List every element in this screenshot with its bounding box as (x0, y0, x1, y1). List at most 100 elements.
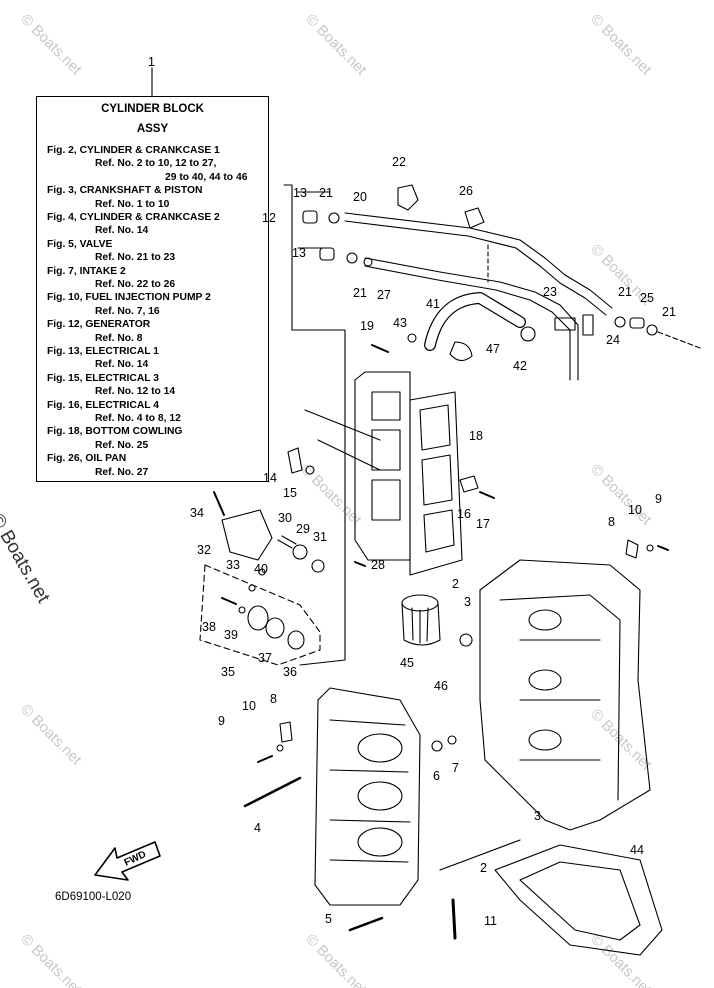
part-21-clip (646, 324, 658, 336)
callout-36: 36 (283, 665, 297, 679)
callout-21: 21 (662, 305, 676, 319)
bore (528, 609, 562, 631)
legend-line: Fig. 12, GENERATOR (47, 319, 151, 331)
journal (357, 733, 403, 763)
journal (357, 827, 403, 857)
callout-16: 16 (457, 507, 471, 521)
legend-line: Fig. 2, CYLINDER & CRANKCASE 1 (47, 145, 220, 156)
legend-subtitle: ASSY (136, 123, 169, 135)
callout-27: 27 (377, 288, 391, 302)
callout-31: 31 (313, 530, 327, 544)
callout-30: 30 (278, 511, 292, 525)
watermark: © Boats.net (17, 931, 85, 988)
oil-filter-45 (401, 602, 441, 646)
callout-21: 21 (618, 285, 632, 299)
callout-1: 1 (148, 55, 155, 69)
legend-line: Ref. No. 8 (95, 332, 143, 344)
journal (357, 781, 403, 811)
legend-line: Fig. 18, BOTTOM COWLING (47, 426, 183, 438)
part-22 (397, 184, 419, 211)
callout-17: 17 (476, 517, 490, 531)
diagram-code: 6D69100-L020 (55, 891, 132, 903)
part-10 (646, 544, 654, 552)
callout-37: 37 (258, 651, 272, 665)
hose-27 (364, 257, 579, 381)
callout-33: 33 (226, 558, 240, 572)
callout-39: 39 (224, 628, 238, 642)
block-bores (499, 594, 621, 801)
callout-21: 21 (319, 186, 333, 200)
bore (528, 729, 562, 751)
callout-9: 9 (218, 714, 225, 728)
part-7-washer (447, 735, 457, 745)
legend-line: Fig. 7, INTAKE 2 (47, 265, 126, 277)
part-32-cover (221, 509, 273, 561)
callout-4: 4 (254, 821, 261, 835)
part-9-bolt (257, 755, 273, 763)
head-ports (371, 391, 401, 521)
part-25 (629, 317, 645, 329)
callout-38: 38 (202, 620, 216, 634)
part-24 (582, 314, 594, 336)
callout-44: 44 (630, 843, 644, 857)
part-23 (554, 317, 576, 331)
part-10 (276, 744, 284, 752)
part-8-bracket (279, 721, 293, 743)
callout-23: 23 (543, 285, 557, 299)
callout-24: 24 (606, 333, 620, 347)
legend-line: Ref. No. 12 to 14 (95, 386, 176, 398)
part-19-bolt (371, 344, 389, 353)
callout-10: 10 (242, 699, 256, 713)
callout-8: 8 (608, 515, 615, 529)
dashed-ref (657, 331, 701, 349)
crankcase (314, 687, 421, 906)
part-36 (287, 630, 305, 650)
part-15 (305, 465, 315, 475)
callout-7: 7 (452, 761, 459, 775)
watermark: © Boats.net (587, 461, 655, 529)
part-21-clip (346, 252, 358, 264)
cylinder-block (479, 559, 651, 831)
gasket-18 (409, 391, 463, 576)
legend-line: Fig. 16, ELECTRICAL 4 (47, 399, 159, 411)
part-34-bolt (213, 491, 225, 516)
leader-line (439, 839, 521, 871)
part-8-bracket (625, 539, 639, 559)
legend-line: Fig. 15, ELECTRICAL 3 (47, 372, 159, 384)
legend-line: Ref. No. 7, 16 (95, 305, 160, 317)
callout-15: 15 (283, 486, 297, 500)
part-5-bolt (348, 916, 384, 932)
callout-5: 5 (325, 912, 332, 926)
legend-line: Ref. No. 27 (95, 466, 149, 478)
part-31 (311, 559, 325, 573)
callout-26: 26 (459, 184, 473, 198)
watermark: © Boats.net (587, 706, 655, 774)
part-13-upper (302, 210, 318, 224)
part-28 (354, 561, 366, 567)
watermark: © Boats.net (17, 701, 85, 769)
callout-46: 46 (434, 679, 448, 693)
part-27-ring (363, 257, 373, 267)
part-21-clip (328, 212, 340, 224)
legend-line: Fig. 26, OIL PAN (47, 453, 127, 465)
callout-40: 40 (254, 562, 268, 576)
callout-11: 11 (484, 914, 497, 928)
callout-47: 47 (486, 342, 500, 356)
legend-line: Ref. No. 4 to 8, 12 (95, 413, 181, 424)
legend-line: Fig. 10, FUEL INJECTION PUMP 2 (47, 292, 211, 304)
callout-21: 21 (353, 286, 367, 300)
part-37 (265, 617, 285, 639)
hose-20-edge (344, 220, 607, 316)
part-46-fitting (459, 633, 473, 647)
legend-line: Fig. 5, VALVE (47, 238, 113, 250)
part-4-bolt (243, 776, 302, 808)
callout-34: 34 (190, 506, 204, 520)
legend-line: Ref. No. 25 (95, 439, 149, 451)
watermark: © Boats.net (587, 11, 655, 79)
callout-35: 35 (221, 665, 235, 679)
part-21-clip (614, 316, 626, 328)
callout-9: 9 (655, 492, 662, 506)
part-33 (258, 568, 266, 576)
hose-41-fill (425, 293, 525, 350)
